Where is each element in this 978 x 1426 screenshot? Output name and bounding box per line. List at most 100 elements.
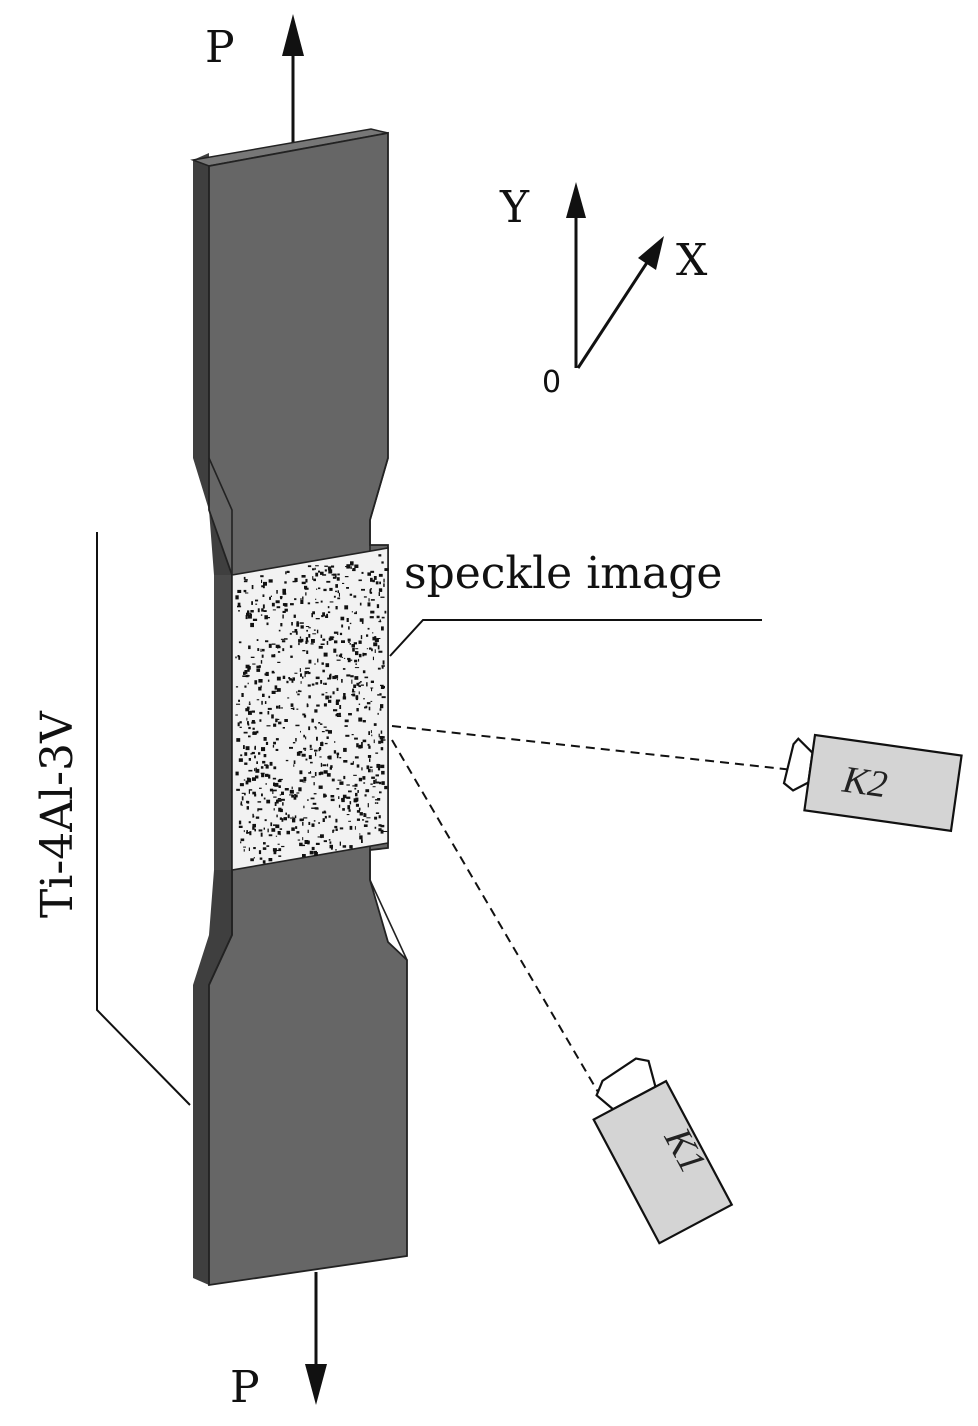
speckle-dot [307, 799, 309, 801]
speckle-dot [271, 690, 276, 694]
speckle-dot [346, 587, 349, 589]
speckle-dot [335, 699, 341, 702]
speckle-dot [301, 638, 304, 642]
speckle-dot [320, 571, 324, 575]
speckle-dot [303, 805, 305, 809]
specimen-leader-line [96, 532, 191, 1106]
y-axis-label: Y [499, 182, 530, 233]
speckle-dot [368, 745, 371, 749]
speckle-dot [381, 696, 386, 699]
speckle-dot [238, 825, 243, 828]
speckle-dot [286, 680, 289, 684]
speckle-dot [282, 727, 285, 729]
top-load-label: P [205, 22, 235, 73]
speckle-dot [357, 790, 359, 793]
speckle-dot [369, 589, 372, 593]
speckle-dot [256, 665, 261, 669]
speckle-dot [289, 632, 292, 635]
speckle-dot [351, 734, 354, 736]
speckle-dot [263, 827, 265, 830]
speckle-dot [372, 579, 375, 583]
speckle-dot [350, 561, 354, 566]
speckle-dot [303, 714, 307, 718]
camera-k2: K2 [782, 733, 963, 833]
speckle-dot [305, 637, 308, 641]
speckle-dot [252, 823, 256, 828]
speckle-dot [279, 778, 283, 781]
speckle-dot [335, 849, 337, 851]
speckle-dot [302, 854, 306, 858]
speckle-dot [339, 781, 344, 785]
speckle-dot [271, 714, 274, 719]
speckle-dot [321, 662, 324, 665]
speckle-dot [281, 818, 284, 822]
speckle-dot [379, 693, 382, 696]
speckle-dot [329, 587, 333, 591]
speckle-dot [366, 682, 368, 687]
speckle-dot [263, 797, 266, 800]
speckle-dot [371, 688, 373, 692]
speckle-dot [293, 797, 297, 800]
speckle-dot [241, 792, 246, 794]
speckle-dot [315, 752, 317, 757]
speckle-dot [303, 776, 307, 781]
speckle-dot [273, 824, 278, 826]
speckle-dot [352, 761, 354, 764]
speckle-dot [320, 680, 323, 684]
speckle-dot [299, 636, 302, 639]
speckle-dot [354, 756, 359, 759]
speckle-dot [282, 610, 286, 613]
speckle-dot [354, 612, 357, 615]
speckle-dot [320, 771, 324, 775]
speckle-dot [378, 740, 381, 744]
speckle-dot [327, 730, 332, 734]
speckle-dot [352, 785, 357, 787]
speckle-dot [335, 819, 338, 823]
speckle-dot [348, 790, 352, 793]
speckle-dot [359, 833, 361, 835]
speckle-dot [380, 684, 384, 687]
speckle-dot [263, 754, 267, 758]
speckle-dot [370, 783, 373, 785]
speckle-dot [358, 681, 361, 684]
speckle-dot [252, 777, 256, 781]
speckle-dot [322, 612, 325, 617]
speckle-dot [315, 618, 320, 620]
speckle-dot [340, 616, 345, 621]
speckle-dot [307, 565, 312, 568]
speckle-dot [362, 670, 366, 674]
speckle-dot [265, 671, 269, 676]
speckle-dot [370, 730, 372, 734]
speckle-dot [262, 693, 265, 697]
speckle-dot [305, 736, 307, 740]
speckle-dot [337, 779, 342, 781]
speckle-dot [238, 610, 240, 612]
speckle-dot [287, 814, 290, 819]
speckle-dot [378, 650, 383, 653]
speckle-dot [333, 648, 337, 653]
speckle-dot [261, 773, 265, 778]
speckle-dot [373, 723, 377, 726]
speckle-dot [346, 674, 351, 677]
speckle-dot [273, 723, 277, 727]
speckle-dot [368, 768, 371, 773]
speckle-dot [275, 718, 278, 723]
speckle-dot [247, 778, 252, 783]
speckle-dot [354, 659, 358, 663]
speckle-dot [290, 817, 292, 820]
speckle-dot [291, 622, 293, 626]
speckle-dot [276, 676, 281, 681]
speckle-dot [239, 783, 244, 787]
speckle-dot [248, 726, 251, 730]
speckle-dot [284, 638, 288, 640]
speckle-dot [319, 756, 322, 758]
speckle-dot [282, 675, 286, 679]
speckle-dot [370, 570, 375, 573]
speckle-dot [295, 826, 298, 829]
speckle-dot [377, 798, 381, 801]
speckle-dot [335, 701, 339, 705]
speckle-dot [255, 603, 258, 605]
speckle-dot [305, 667, 307, 670]
speckle-dot [302, 837, 304, 841]
speckle-dot [316, 736, 318, 741]
